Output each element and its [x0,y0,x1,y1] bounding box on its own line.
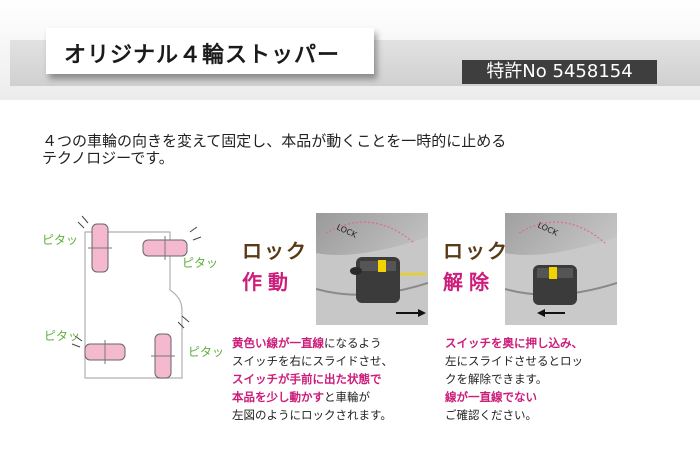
lock-on-heading: ロック 作動 [242,235,308,295]
pitatsu-label-4: ピタッ [188,345,224,359]
lock-on-caption-line-4: 本品を少し動かすと車輪が [232,390,370,404]
description-line-2: テクノロジーです。 [42,149,174,167]
lock-off-heading-line2: 解除 [443,270,495,294]
lock-off-caption: スイッチを奥に押し込み、 左にスライドさせるとロッ クを解除できます。 線が一直… [445,334,583,424]
lock-off-heading: ロック 解除 [443,235,509,295]
pitatsu-label-1: ピタッ [42,233,78,247]
lock-on-caption: 黄色い線が一直線になるよう スイッチを右にスライドさせ、 スイッチが手前に出た状… [232,334,393,424]
lock-off-photo: LOCK [505,213,617,325]
lock-on-caption-line-2: スイッチを右にスライドさせ、 [232,354,393,368]
pitatsu-label-2: ピタッ [182,256,218,270]
wheel-diagram: ピタッ ピタッ ピタッ ピタッ [42,215,224,379]
motion-marks [71,215,202,348]
lock-on-photo: LOCK [316,213,428,325]
lock-on-caption-line-5: 左図のようにロックされます。 [232,408,392,422]
lock-off-caption-line-3: クを解除できます。 [445,372,548,386]
lock-on-heading-line1: ロック [242,239,308,263]
wheel-bottom-right [151,333,175,379]
wheel-top-left [88,223,112,273]
wheel-top-right [142,236,188,260]
lock-on-heading-line2: 作動 [242,270,294,294]
description: ４つの車輪の向きを変えて固定し、本品が動くことを一時的に止める テクノロジーです… [42,133,506,167]
description-line-1: ４つの車輪の向きを変えて固定し、本品が動くことを一時的に止める [42,132,507,150]
lock-on-caption-line-1: 黄色い線が一直線になるよう [232,336,382,350]
lock-off-caption-line-2: 左にスライドさせるとロッ [445,354,583,368]
title-box: オリジナル４輪ストッパー [46,28,374,74]
lock-off-heading-line1: ロック [443,239,509,263]
patent-badge: 特許No 5458154 [462,60,657,84]
pitatsu-label-3: ピタッ [44,329,80,343]
lock-off-caption-line-4: 線が一直線でない [445,390,537,404]
wheel-bottom-left [84,340,126,364]
lock-off-caption-line-5: ご確認ください。 [445,408,537,422]
page-title: オリジナル４輪ストッパー [64,43,341,68]
lock-on-caption-line-3: スイッチが手前に出た状態で [232,372,382,386]
lock-off-caption-line-1: スイッチを奥に押し込み、 [445,336,583,350]
